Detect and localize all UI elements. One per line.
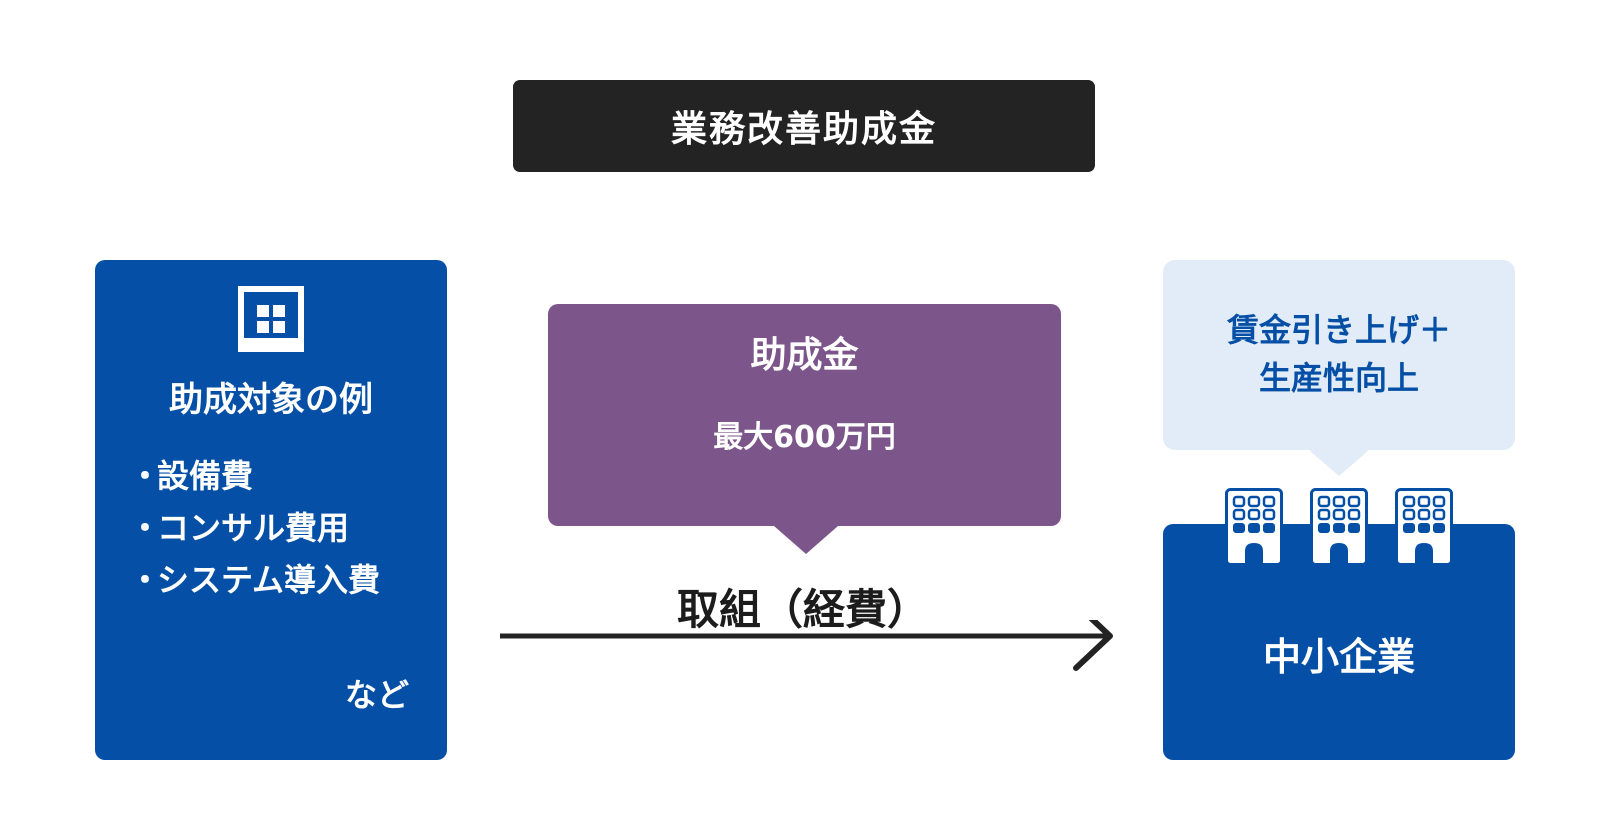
list-item: ・コンサル費用 bbox=[129, 502, 380, 554]
bullet: ・ bbox=[129, 561, 162, 599]
office-building-icon bbox=[1310, 488, 1368, 566]
office-building-icon bbox=[1395, 488, 1453, 566]
goal-line-2: 生産性向上 bbox=[1258, 359, 1419, 397]
list-item: ・システム導入費 bbox=[129, 554, 380, 606]
subsidy-targets-panel: 助成対象の例 ・設備費 ・コンサル費用 ・システム導入費 など bbox=[95, 260, 447, 760]
bullet: ・ bbox=[129, 509, 162, 547]
grant-callout: 助成金 最大600万円 bbox=[548, 304, 1061, 554]
flow-label: 取組（経費） bbox=[676, 585, 929, 634]
grant-title: 助成金 bbox=[750, 335, 859, 376]
list-item-label: システム導入費 bbox=[157, 561, 381, 599]
right-arrow-icon bbox=[500, 620, 1113, 671]
grant-amount: 最大600万円 bbox=[713, 420, 896, 455]
target-list: ・設備費 ・コンサル費用 ・システム導入費 bbox=[129, 450, 380, 606]
company-title: 中小企業 bbox=[1262, 635, 1415, 679]
list-item: ・設備費 bbox=[129, 450, 380, 502]
office-building-icon bbox=[1225, 488, 1283, 566]
building-grid-icon bbox=[238, 286, 304, 352]
bullet: ・ bbox=[129, 457, 162, 495]
goal-line-1: 賃金引き上げ＋ bbox=[1226, 311, 1451, 349]
page-title: 業務改善助成金 bbox=[513, 80, 1095, 172]
list-item-label: 設備費 bbox=[157, 457, 254, 495]
goal-text: 賃金引き上げ＋ 生産性向上 bbox=[1163, 306, 1515, 402]
goal-bubble: 賃金引き上げ＋ 生産性向上 bbox=[1163, 260, 1515, 476]
list-item-label: コンサル費用 bbox=[157, 509, 350, 547]
etc-note: など bbox=[344, 676, 409, 714]
targets-title: 助成対象の例 bbox=[169, 380, 373, 420]
